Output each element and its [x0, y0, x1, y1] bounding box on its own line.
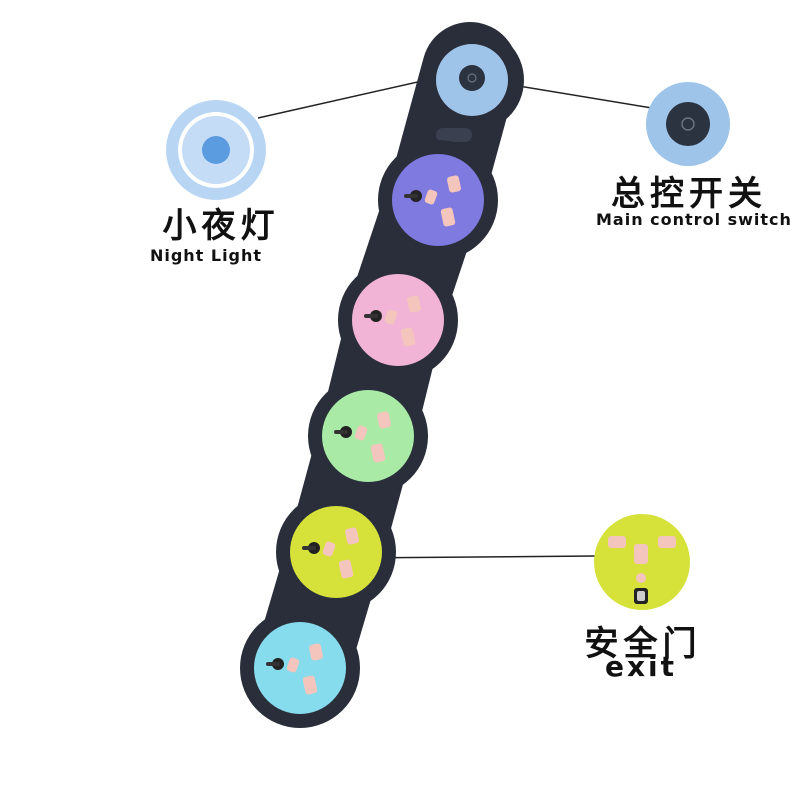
indicator-slot: [436, 128, 472, 142]
leader-line-safety-door: [357, 555, 597, 559]
outlet-green[interactable]: [308, 376, 428, 496]
socket-hole: [302, 675, 318, 695]
power-strip-body: [240, 22, 524, 728]
socket-hole: [377, 411, 391, 429]
main-switch-label-zh: 总控开关: [611, 174, 767, 214]
outlet-yellow[interactable]: [276, 492, 396, 612]
outlet-cyan[interactable]: [240, 608, 360, 728]
outlet-face: [392, 154, 484, 246]
outlet-face: [322, 390, 414, 482]
switch-button-mark: [467, 73, 477, 83]
outlet-pink[interactable]: [338, 260, 458, 380]
main-switch-button[interactable]: [459, 65, 485, 91]
main-switch-callout-icon: [646, 82, 730, 166]
outlet-face: [290, 506, 382, 598]
socket-hole: [309, 643, 323, 661]
outlet-face: [254, 622, 346, 714]
socket-hole: [440, 207, 456, 227]
socket-hole: [447, 175, 461, 193]
ground-pin-slot: [334, 430, 348, 434]
night-light-label-zh: 小夜灯: [162, 206, 280, 246]
main-switch-label-en: Main control switch: [596, 210, 792, 229]
night-light-callout-icon: [166, 100, 266, 200]
socket-hole: [424, 189, 438, 205]
socket-hole: [407, 295, 421, 313]
socket-hole: [338, 559, 354, 579]
socket-hole: [370, 443, 386, 463]
socket-hole: [345, 527, 359, 545]
socket-hole: [286, 657, 300, 673]
safety-door-label-en: exit: [604, 650, 678, 683]
socket-hole: [400, 327, 416, 347]
ground-pin-slot: [364, 314, 378, 318]
socket-hole: [322, 541, 336, 557]
outlet-purple[interactable]: [378, 140, 498, 260]
safety-door-callout-icon: [594, 514, 690, 610]
ground-pin-slot: [404, 194, 418, 198]
night-light-label-en: Night Light: [149, 246, 263, 265]
outlet-face: [352, 274, 444, 366]
safety-door-label-zh: 安全门: [584, 624, 702, 664]
socket-hole: [384, 309, 398, 325]
ground-pin-slot: [266, 662, 280, 666]
ground-pin-slot: [302, 546, 316, 550]
socket-hole: [354, 425, 368, 441]
